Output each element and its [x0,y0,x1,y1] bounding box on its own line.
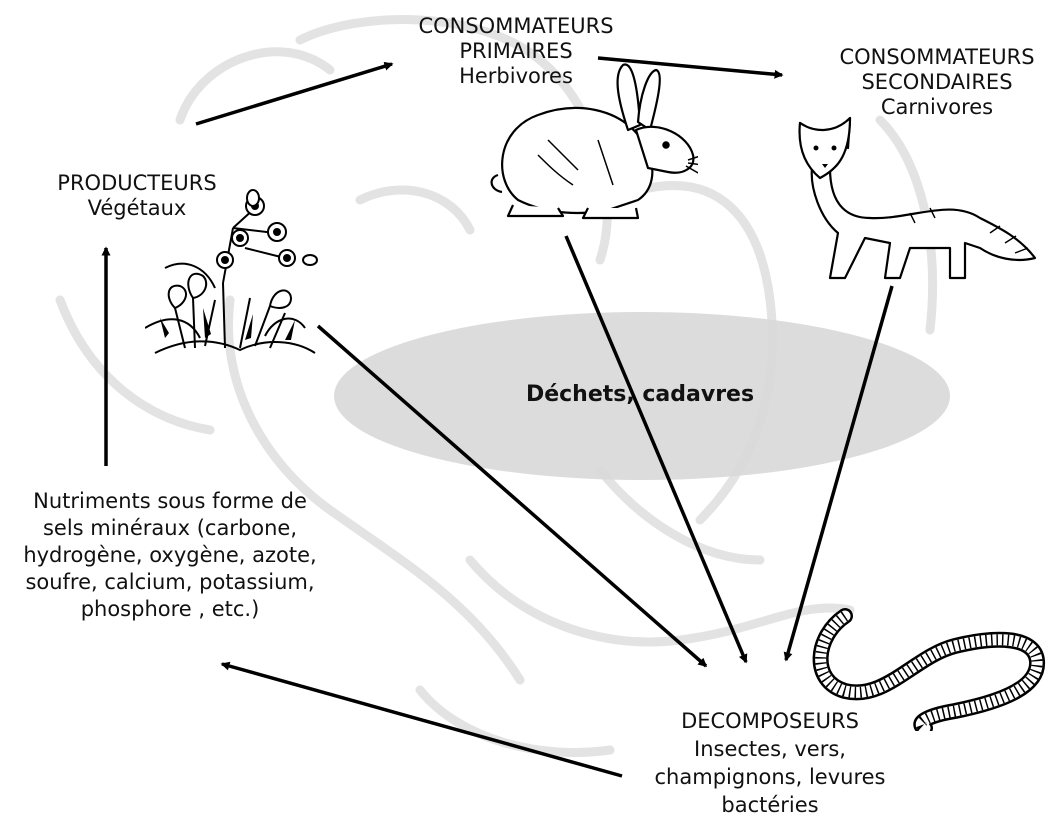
arrow-producers-to-decomposers [318,326,706,666]
primary-consumers-line2: PRIMAIRES [418,39,613,64]
producers-label: PRODUCTEURS Végétaux [57,171,216,221]
nutrients-line: phosphore , etc.) [23,596,316,623]
primary-consumers-label: CONSOMMATEURS PRIMAIRES Herbivores [418,14,613,89]
decomposers-line: Insectes, vers, [655,735,886,763]
secondary-consumers-line2: SECONDAIRES [839,70,1034,95]
primary-consumers-subtitle: Herbivores [418,64,613,89]
fox-icon [790,108,1040,288]
arrow-secondary-to-decomposers [786,286,892,660]
decomposers-label: DECOMPOSEURS Insectes, vers, champignons… [655,707,886,819]
nutrients-label: Nutriments sous forme de sels minéraux (… [23,488,316,623]
producers-title: PRODUCTEURS [57,171,216,196]
decomposers-title: DECOMPOSEURS [655,707,886,735]
nutrients-line: sels minéraux (carbone, [23,515,316,542]
nutrients-line: soufre, calcium, potassium, [23,569,316,596]
decomposers-line: bactéries [655,791,886,819]
producers-subtitle: Végétaux [57,196,216,221]
secondary-consumers-label: CONSOMMATEURS SECONDAIRES Carnivores [839,45,1034,120]
primary-consumers-line1: CONSOMMATEURS [418,14,613,39]
nutrients-line: hydrogène, oxygène, azote, [23,542,316,569]
secondary-consumers-subtitle: Carnivores [839,95,1034,120]
nutrients-line: Nutriments sous forme de [23,488,316,515]
arrow-primary-to-decomposers [566,236,746,662]
waste-label: Déchets, cadavres [526,382,754,407]
decomposers-line: champignons, levures [655,763,886,791]
secondary-consumers-line1: CONSOMMATEURS [839,45,1034,70]
